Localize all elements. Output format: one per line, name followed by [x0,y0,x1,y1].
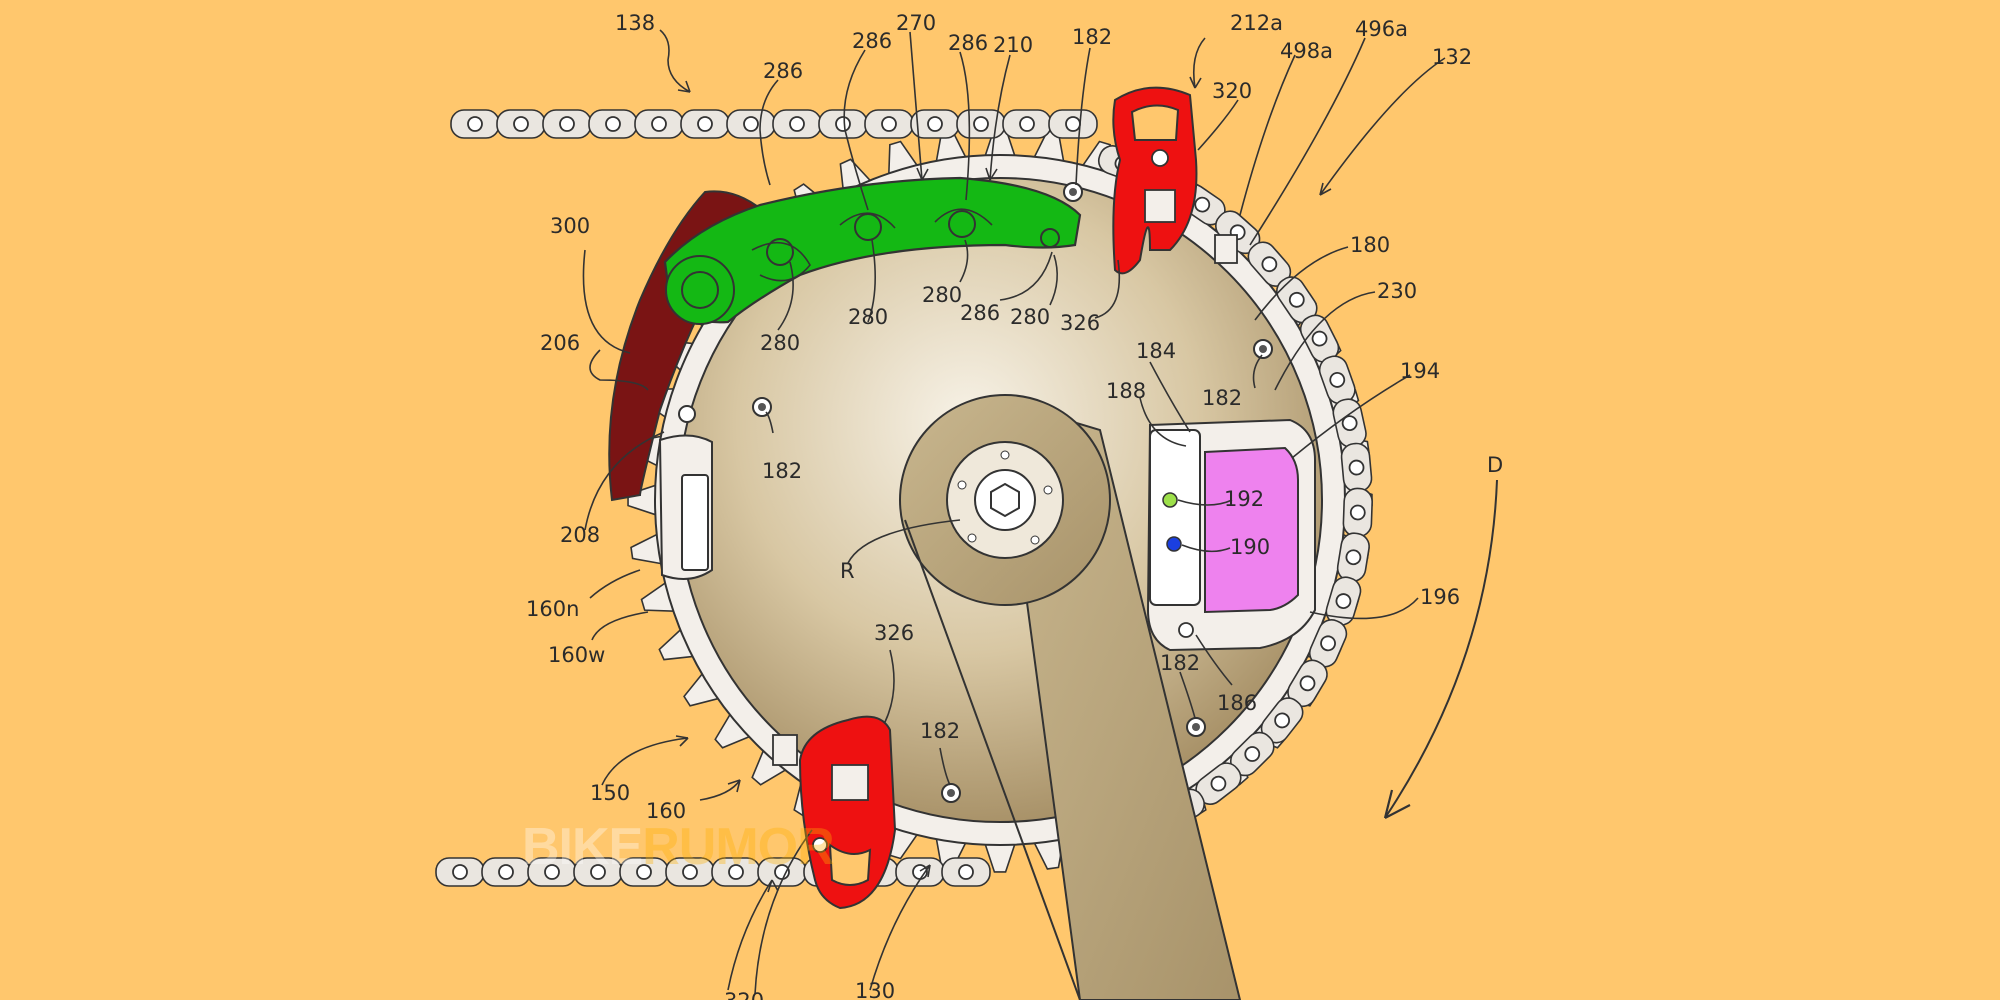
label-206: 206 [540,331,580,355]
chain-link [910,109,960,139]
chain-link [711,857,761,887]
label-280-d: 280 [1010,305,1050,329]
watermark: BIKERUMOR [522,818,834,876]
left-bracket [658,434,713,580]
chain-link [496,109,546,139]
label-196: 196 [1420,585,1460,609]
green-arc-part [663,176,1082,325]
chain-link [818,109,868,139]
label-496a: 496a [1355,17,1408,41]
chain-link [527,857,577,887]
chain-link [772,109,822,139]
label-208: 208 [560,523,600,547]
chain-link [435,857,485,887]
chain-link [542,109,592,139]
chain-link [1340,442,1373,493]
label-270: 270 [896,11,936,35]
reference-labels: 138 286 286 270 286 210 182 212a 320 498… [526,11,1503,1000]
label-210: 210 [993,33,1033,57]
label-194: 194 [1400,359,1440,383]
label-320-a: 320 [1212,79,1252,103]
bolts-182 [752,182,1273,803]
red-chain-guide-top [1112,86,1238,275]
chain-link [619,857,669,887]
chain-link [1002,109,1052,139]
label-212a: 212a [1230,11,1283,35]
rotation-arrow [1383,479,1498,819]
label-182-b: 182 [1202,386,1242,410]
label-320-b: 320 [724,989,764,1000]
label-184: 184 [1136,339,1176,363]
label-300: 300 [550,214,590,238]
watermark-part-2: RUMOR [642,818,834,876]
chain-link [864,109,914,139]
label-160: 160 [646,799,686,823]
label-280-c: 280 [922,283,962,307]
chain-link [895,857,945,887]
sensor-housing [1146,418,1316,652]
chain-link [588,109,638,139]
label-286-c: 286 [948,31,988,55]
leader-lines [582,29,1446,995]
red-chain-guide-bottom [772,715,897,910]
label-286-d: 286 [960,301,1000,325]
label-192: 192 [1224,487,1264,511]
bolt-dark-part [678,405,696,423]
label-160w: 160w [548,643,605,667]
label-326-a: 326 [1060,311,1100,335]
chain-link [450,109,500,139]
chain-link [1299,314,1340,363]
label-498a: 498a [1280,39,1333,63]
label-150: 150 [590,781,630,805]
chain-link [941,857,991,887]
label-138: 138 [615,11,655,35]
label-280-b: 280 [848,305,888,329]
crank-arm [899,394,1242,1000]
chain-link [757,857,807,887]
chain-link [1287,659,1328,708]
label-D: D [1487,453,1503,477]
watermark-part-1: BIKE [522,818,642,876]
label-130: 130 [855,979,895,1000]
chain-link [726,109,776,139]
chain-link [680,109,730,139]
label-182-c: 182 [762,459,802,483]
chain-link [481,857,531,887]
label-132: 132 [1432,45,1472,69]
label-286-b: 286 [852,29,892,53]
label-180: 180 [1350,233,1390,257]
chain [435,109,1373,887]
label-160n: 160n [526,597,579,621]
chain-link [634,109,684,139]
label-190: 190 [1230,535,1270,559]
label-188: 188 [1106,379,1146,403]
label-182-a: 182 [1072,25,1112,49]
label-182-e: 182 [920,719,960,743]
chain-link [1229,731,1275,777]
label-186: 186 [1217,691,1257,715]
chain-link [1048,109,1098,139]
chain-link [1247,241,1292,287]
label-326-b: 326 [874,621,914,645]
label-230: 230 [1377,279,1417,303]
label-286-a: 286 [763,59,803,83]
label-280-a: 280 [760,331,800,355]
label-R: R [840,559,855,583]
label-182-d: 182 [1160,651,1200,675]
chain-link [1342,487,1373,538]
